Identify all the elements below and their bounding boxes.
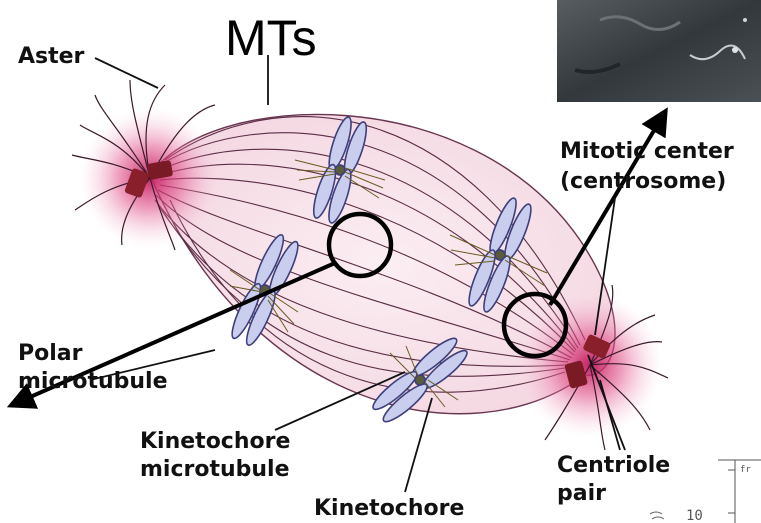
title-mts: MTs bbox=[225, 10, 317, 66]
inset-tick-label: 10 bbox=[686, 508, 703, 523]
label-kinetochore: Kinetochore bbox=[314, 496, 464, 521]
label-mitotic-center-2: (centrosome) bbox=[560, 169, 726, 194]
label-polar-1: Polar bbox=[18, 341, 83, 366]
label-kinetochore-mt-2: microtubule bbox=[140, 457, 290, 482]
label-aster: Aster bbox=[18, 44, 85, 69]
micrograph-inset bbox=[557, 0, 761, 102]
left-aster bbox=[72, 80, 220, 250]
label-mitotic-center-1: Mitotic center bbox=[560, 139, 734, 164]
label-kinetochore-mt-1: Kinetochore bbox=[140, 429, 290, 454]
label-polar-2: microtubule bbox=[18, 369, 168, 394]
inset-corner-text: fr bbox=[740, 465, 751, 475]
label-centriole-1: Centriole bbox=[557, 453, 670, 478]
label-centriole-2: pair bbox=[557, 481, 606, 506]
